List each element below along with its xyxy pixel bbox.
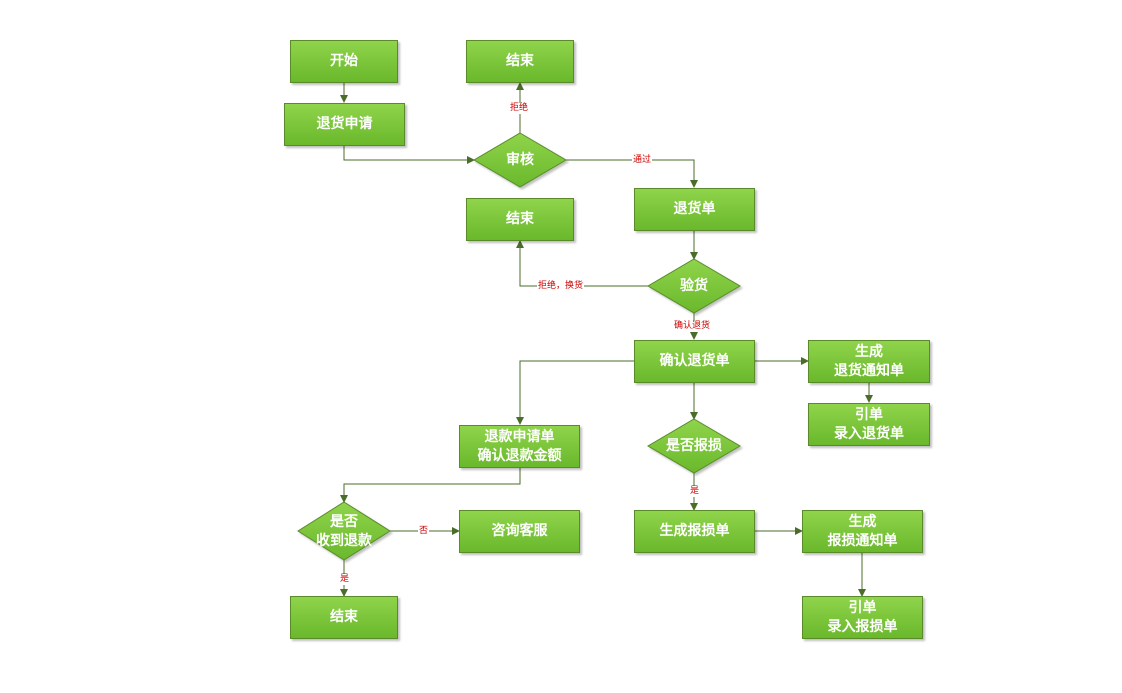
confirm-return-node: 确认退货单 bbox=[634, 340, 755, 383]
edge-apply-review bbox=[343, 146, 475, 164]
review-label: 审核 bbox=[506, 151, 534, 168]
edge-label-confirm-return: 确认退货 bbox=[673, 321, 712, 332]
edge-label-yes-refund: 是 bbox=[339, 574, 351, 585]
refund-apply-node: 退款申请单 确认退款金额 bbox=[459, 425, 580, 468]
end-exchange-node: 结束 bbox=[466, 198, 574, 241]
review-diamond bbox=[473, 132, 567, 188]
customer-service-node: 咨询客服 bbox=[459, 510, 580, 553]
edge-label-no-refund: 否 bbox=[418, 526, 430, 537]
edge-inspect-end-exchange bbox=[516, 240, 648, 287]
edge-label-reject: 拒绝 bbox=[509, 103, 530, 114]
received-check-label: 是否 收到退款 bbox=[316, 514, 372, 549]
edge-label-pass: 通过 bbox=[632, 155, 653, 166]
edge-label-yes-loss: 是 bbox=[689, 486, 701, 497]
loss-check-label: 是否报损 bbox=[666, 437, 722, 454]
return-apply-node: 退货申请 bbox=[284, 103, 405, 146]
edge-confirm-refund-apply bbox=[516, 360, 634, 425]
inspect-label: 验货 bbox=[680, 277, 708, 294]
gen-loss-notice-node: 生成 报损通知单 bbox=[802, 510, 923, 553]
gen-return-notice-node: 生成 退货通知单 bbox=[808, 340, 930, 383]
return-order-node: 退货单 bbox=[634, 188, 755, 231]
end-reject-node: 结束 bbox=[466, 40, 574, 83]
edge-label-reject-exchange: 拒绝，换货 bbox=[537, 281, 585, 292]
end-refund-node: 结束 bbox=[290, 596, 398, 639]
ref-return-node: 引单 录入退货单 bbox=[808, 403, 930, 446]
edge-refund-apply-received bbox=[340, 467, 521, 503]
gen-loss-node: 生成报损单 bbox=[634, 510, 755, 553]
edge-review-return-order bbox=[566, 159, 698, 188]
ref-loss-node: 引单 录入报损单 bbox=[802, 596, 923, 639]
start-node: 开始 bbox=[290, 40, 398, 83]
